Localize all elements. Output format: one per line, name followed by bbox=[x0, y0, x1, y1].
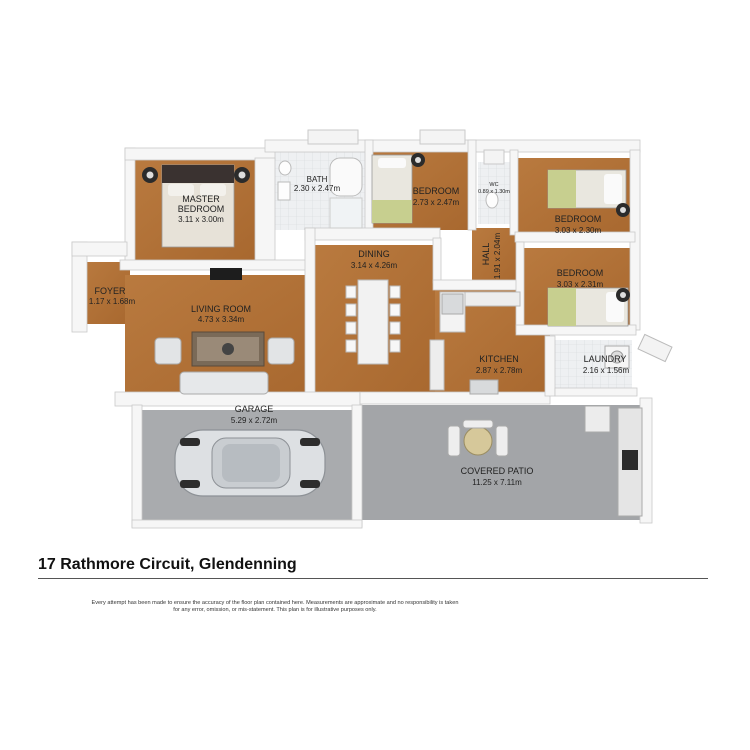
laundry-label: LAUNDRY bbox=[584, 354, 627, 364]
dining-label: DINING bbox=[358, 249, 390, 259]
patio-dims: 11.25 x 7.11m bbox=[472, 478, 522, 487]
room-labels: MASTER BEDROOM 3.11 x 3.00m BATH 2.30 x … bbox=[89, 175, 630, 487]
wc-fixtures bbox=[483, 149, 505, 209]
patio-table-set bbox=[447, 419, 509, 457]
bedroom-2-dims: 2.73 x 2.47m bbox=[413, 198, 460, 207]
foyer-label: FOYER bbox=[94, 286, 126, 296]
bedroom-3-dims: 3.03 x 2.30m bbox=[555, 226, 602, 235]
foyer-floor bbox=[80, 262, 130, 324]
bedroom-4-bed bbox=[547, 287, 630, 327]
bedroom-2-label: BEDROOM bbox=[413, 186, 460, 196]
bedroom-2-bed bbox=[371, 129, 466, 224]
bedroom-3-bed bbox=[547, 169, 630, 217]
bath-dims: 2.30 x 2.47m bbox=[294, 184, 341, 193]
living-room-dims: 4.73 x 3.34m bbox=[198, 315, 245, 324]
kitchen-label: KITCHEN bbox=[479, 354, 519, 364]
walls bbox=[71, 139, 653, 529]
kitchen-counters bbox=[429, 291, 521, 395]
garage-label: GARAGE bbox=[235, 404, 274, 414]
property-address: 17 Rathmore Circuit, Glendenning bbox=[38, 556, 297, 573]
dining-dims: 3.14 x 4.26m bbox=[351, 261, 398, 270]
living-room-furniture bbox=[154, 268, 295, 395]
master-bedroom-label-2: BEDROOM bbox=[178, 204, 225, 214]
bedroom-3-label: BEDROOM bbox=[555, 214, 602, 224]
living-room-label: LIVING ROOM bbox=[191, 304, 251, 314]
patio-counter bbox=[584, 405, 643, 517]
hall-label: HALL bbox=[481, 243, 491, 266]
master-bedroom-dims: 3.11 x 3.00m bbox=[178, 215, 224, 224]
bath-fixtures bbox=[277, 129, 363, 229]
master-bed bbox=[142, 164, 250, 248]
furniture bbox=[142, 129, 673, 517]
kitchen-dims: 2.87 x 2.78m bbox=[476, 366, 523, 375]
hall-floor bbox=[472, 228, 517, 288]
foyer-dims: 1.17 x 1.68m bbox=[89, 297, 136, 306]
wc-dims: 0.89 x 1.30m bbox=[478, 189, 510, 195]
laundry-dims: 2.16 x 1.56m bbox=[583, 366, 630, 375]
master-bedroom-label: MASTER bbox=[182, 194, 220, 204]
wc-label: WC bbox=[489, 182, 498, 188]
bath-label: BATH bbox=[307, 175, 328, 184]
disclaimer-text: Every attempt has been made to ensure th… bbox=[91, 599, 459, 613]
laundry-fixtures bbox=[604, 333, 673, 369]
garage-dims: 5.29 x 2.72m bbox=[231, 416, 278, 425]
divider bbox=[38, 578, 708, 579]
patio-label: COVERED PATIO bbox=[461, 466, 534, 476]
car bbox=[174, 429, 326, 497]
bedroom-4-dims: 3.03 x 2.31m bbox=[557, 280, 604, 289]
dining-table bbox=[345, 279, 401, 365]
bedroom-4-label: BEDROOM bbox=[557, 268, 604, 278]
hall-dims: 1.91 x 2.04m bbox=[493, 233, 502, 280]
